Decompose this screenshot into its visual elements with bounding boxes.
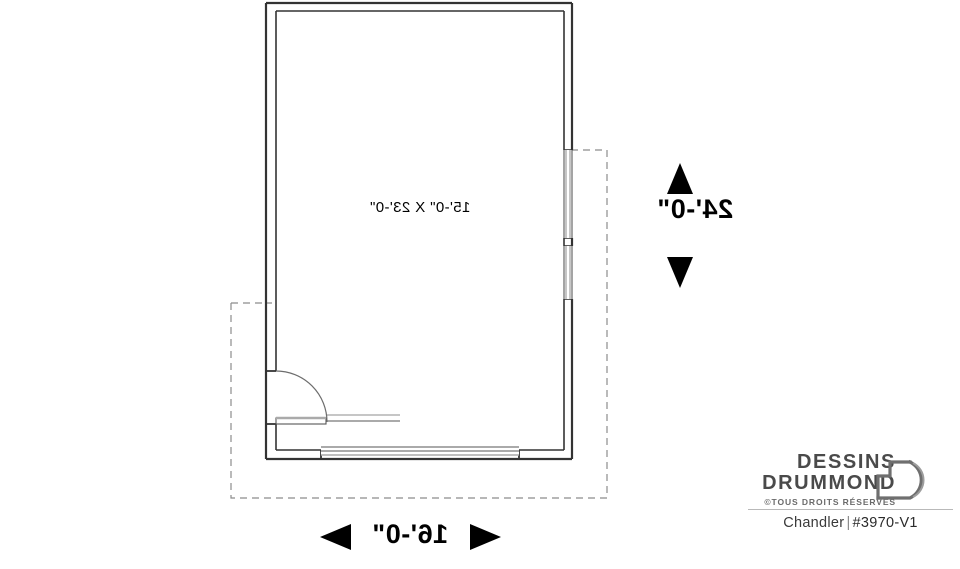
logo-divider [748,509,953,510]
arrow-down-glyph [667,257,693,288]
arrow-right-glyph [470,524,501,550]
window-right-upper [563,150,573,238]
plan-caption: Chandler|#3970-V1 [748,515,953,531]
logo-wordmark: DESSINS DRUMMOND ©TOUS DROITS RÉSERVÉS [748,452,896,508]
window-right-lower [563,246,573,299]
garage-door [321,446,519,456]
service-door [275,370,400,425]
dimension-arrow-vertical [667,163,693,288]
door-swing-arc [275,370,328,423]
plan-name: Chandler [783,515,845,531]
exterior-wall-inner-line [275,10,565,451]
logo-copyright-text: ©TOUS DROITS RÉSERVÉS [764,497,896,507]
dimension-arrow-horizontal [320,524,501,550]
logo-line-drummond: DRUMMOND [762,472,896,494]
garage-floor-slab [276,10,564,450]
exterior-wall-outer-line [264,1,574,461]
brand-logo-block: DESSINS DRUMMOND ©TOUS DROITS RÉSERVÉS C… [748,452,953,552]
dimension-label-width: 16'-0" [371,519,449,549]
logo-line-dessins: DESSINS [796,451,896,473]
overhang-outline [230,149,608,499]
arrow-up-glyph [667,163,693,194]
dimension-label-depth: 24'-0" [656,194,734,224]
caption-separator: | [846,515,851,531]
room-dimension-label: 15'-0" X 23'-0" [369,199,471,216]
drummond-d-mark-icon [876,459,925,500]
plan-code: #3970-V1 [852,515,918,531]
arrow-left-glyph [320,524,351,550]
